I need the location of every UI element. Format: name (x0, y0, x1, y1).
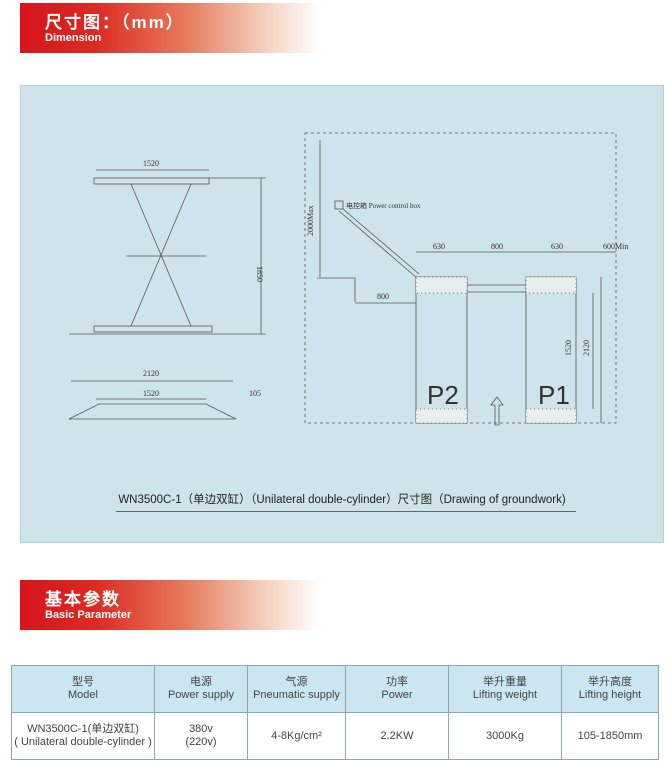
cell-power: 2.2KW (345, 712, 449, 760)
groundwork-drawing: 1520 1850 2120 1520 105 2000Max 电控箱 Powe… (20, 85, 664, 543)
parameter-subtitle: Basic Parameter (45, 609, 132, 621)
svg-text:1520: 1520 (143, 159, 159, 168)
svg-text:105: 105 (249, 389, 261, 398)
svg-text:800: 800 (377, 292, 389, 301)
parameter-title: 基本参数 (45, 590, 121, 609)
direction-arrow-icon (490, 396, 504, 426)
svg-text:800: 800 (491, 242, 503, 251)
svg-text:2120: 2120 (582, 340, 591, 356)
drawing-caption: WN3500C-1（单边双缸）（Unilateral double-cylind… (118, 494, 566, 506)
dimension-title: 尺寸图：（mm） (45, 13, 185, 32)
svg-text:P1: P1 (538, 380, 570, 410)
parameter-banner: 基本参数 Basic Parameter (20, 580, 320, 630)
svg-text:630: 630 (551, 242, 563, 251)
dimension-banner: 尺寸图：（mm） Dimension (20, 3, 320, 53)
svg-text:1520: 1520 (143, 389, 159, 398)
svg-text:电控箱 Power control box: 电控箱 Power control box (346, 201, 421, 210)
cell-weight: 3000Kg (448, 712, 562, 760)
svg-text:1520: 1520 (564, 340, 573, 356)
cell-height: 105-1850mm (561, 712, 659, 760)
svg-text:1850: 1850 (255, 266, 264, 282)
svg-text:2120: 2120 (143, 369, 159, 378)
svg-text:P2: P2 (427, 380, 459, 410)
cell-power-supply: 380v(220v) (154, 712, 248, 760)
svg-text:600Min: 600Min (603, 242, 628, 251)
table-row: WN3500C-1(单边双缸)( Unilateral double-cylin… (11, 712, 659, 760)
cell-pneumatic: 4-8Kg/cm² (247, 712, 346, 760)
caption-divider (116, 511, 576, 512)
drawing-svg: 1520 1850 2120 1520 105 2000Max 电控箱 Powe… (68, 132, 628, 426)
svg-text:630: 630 (433, 242, 445, 251)
svg-text:2000Max: 2000Max (306, 205, 315, 236)
dimension-subtitle: Dimension (45, 32, 102, 44)
side-view: 1520 1850 (69, 159, 266, 335)
bottom-view: 2120 1520 105 (68, 369, 261, 420)
plan-view: 2000Max 电控箱 Power control box 800 630 80… (304, 132, 628, 426)
cell-model: WN3500C-1(单边双缸)( Unilateral double-cylin… (11, 712, 155, 760)
